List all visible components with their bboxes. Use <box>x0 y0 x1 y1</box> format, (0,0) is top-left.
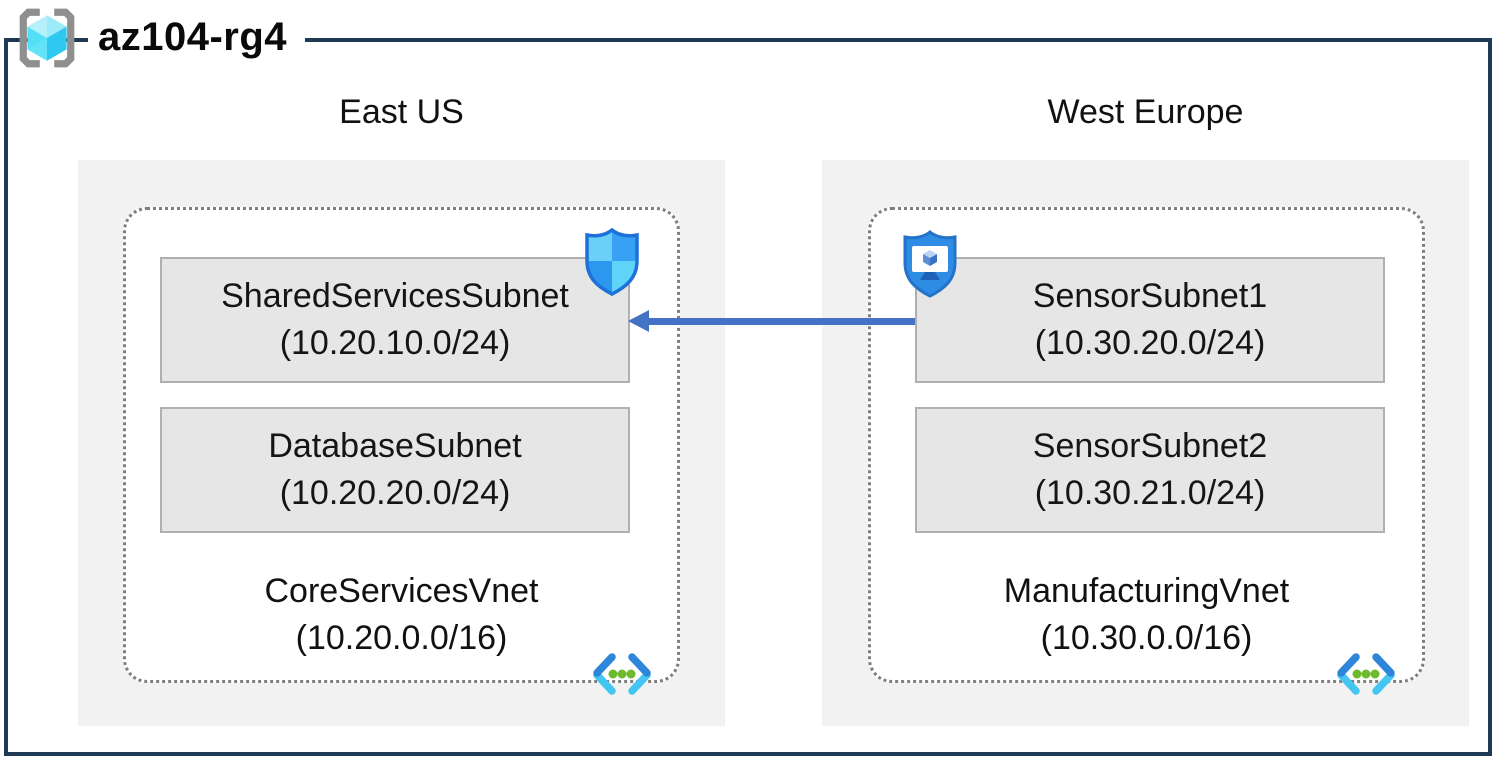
subnet-cidr: (10.30.21.0/24) <box>1034 474 1266 512</box>
virtual-network-icon <box>1337 653 1395 695</box>
vnet-name: ManufacturingVnet <box>1003 572 1290 610</box>
peering-arrow-head <box>628 310 649 332</box>
resource-group-icon <box>19 8 75 68</box>
region-label-west-europe: West Europe <box>1047 93 1244 131</box>
vnet-name: CoreServicesVnet <box>264 572 539 610</box>
vnet-label-coreservices: CoreServicesVnet (10.20.0.0/16) <box>123 568 680 662</box>
subnet-name: SharedServicesSubnet <box>221 277 569 315</box>
subnet-name: SensorSubnet2 <box>1032 427 1268 465</box>
bastion-shield-icon <box>903 230 957 298</box>
resource-group-title: az104-rg4 <box>88 12 306 64</box>
subnet-name: DatabaseSubnet <box>268 427 522 465</box>
region-label-east-us: East US <box>339 93 464 131</box>
peering-arrow-line <box>648 318 915 325</box>
subnet-box-sharedservices: SharedServicesSubnet (10.20.10.0/24) <box>160 257 630 383</box>
subnet-box-sensorsubnet2: SensorSubnet2 (10.30.21.0/24) <box>915 407 1385 533</box>
subnet-box-database: DatabaseSubnet (10.20.20.0/24) <box>160 407 630 533</box>
vnet-label-manufacturing: ManufacturingVnet (10.30.0.0/16) <box>868 568 1425 662</box>
resource-group-header: az104-rg4 <box>14 4 306 72</box>
vnet-cidr: (10.20.0.0/16) <box>295 619 508 657</box>
subnet-name: SensorSubnet1 <box>1032 277 1268 315</box>
subnet-cidr: (10.20.20.0/24) <box>279 474 511 512</box>
resource-group-border <box>4 38 1492 756</box>
subnet-cidr: (10.20.10.0/24) <box>279 324 511 362</box>
subnet-box-sensorsubnet1: SensorSubnet1 (10.30.20.0/24) <box>915 257 1385 383</box>
subnet-cidr: (10.30.20.0/24) <box>1034 324 1266 362</box>
vnet-cidr: (10.30.0.0/16) <box>1040 619 1253 657</box>
virtual-network-icon <box>593 653 651 695</box>
network-security-shield-icon <box>585 227 639 296</box>
